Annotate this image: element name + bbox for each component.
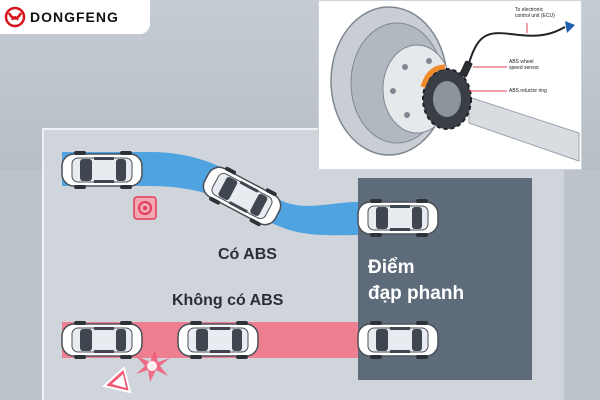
ecu-label-line-1: To electronic — [515, 7, 544, 13]
car-abs-steering — [197, 159, 287, 233]
brand-name: DONGFENG — [30, 9, 119, 25]
sensor-label-line-2: speed sensor — [509, 65, 540, 71]
obstacle-marker-icon — [133, 196, 157, 220]
brake-disc-illustration — [330, 6, 580, 162]
warning-triangle-icon — [101, 366, 132, 394]
brake-point-line-2: đạp phanh — [368, 283, 465, 304]
car-no-abs-middle — [177, 320, 259, 360]
abs-sensor-illustration: To electronic control unit (ECU) ABS whe… — [318, 0, 582, 170]
with-abs-label: Có ABS — [218, 246, 277, 263]
reluctor-label: ABS reluctor ring — [509, 88, 547, 94]
ecu-label: To electronic control unit (ECU) — [515, 7, 555, 19]
car-abs-brake — [357, 198, 439, 238]
ecu-label-line-2: control unit (ECU) — [515, 13, 555, 19]
car-no-abs-brake — [357, 320, 439, 360]
car-no-abs-start — [61, 320, 143, 360]
without-abs-label: Không có ABS — [172, 292, 284, 309]
brake-point-line-1: Điểm — [368, 257, 415, 278]
sensor-label-line-1: ABS wheel — [509, 59, 534, 65]
dongfeng-logo-icon — [4, 6, 26, 28]
car-abs-start — [61, 150, 143, 190]
collision-burst-icon — [136, 350, 170, 382]
brake-point-label: Điểm đạp phanh — [368, 255, 528, 307]
brand-logo: DONGFENG — [0, 0, 150, 34]
sensor-label: ABS wheel speed sensor — [509, 59, 539, 71]
